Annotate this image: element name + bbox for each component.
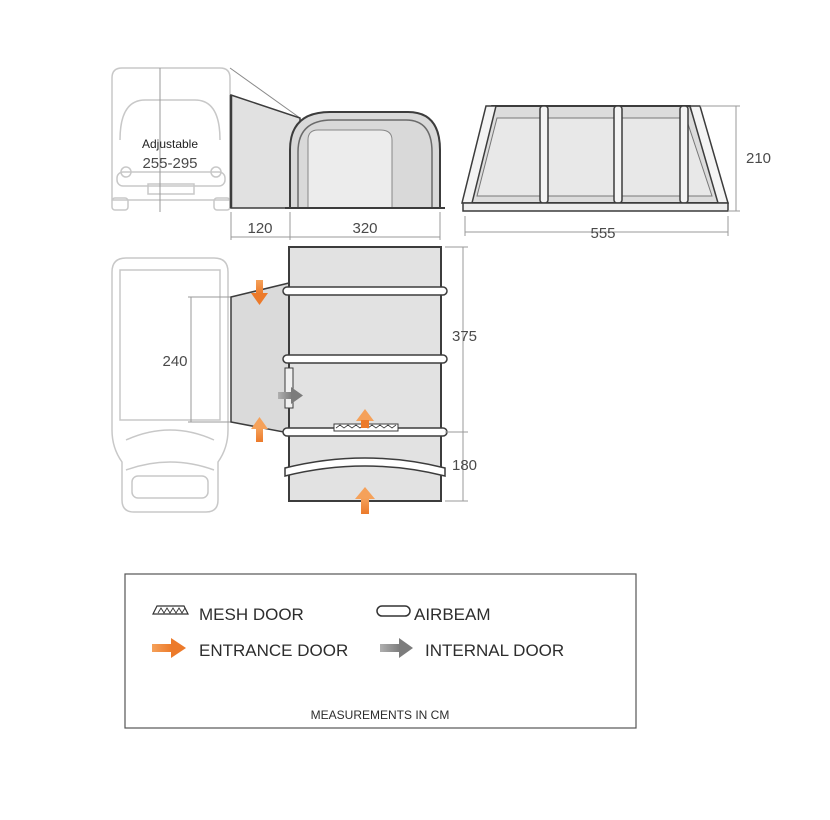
van-side-dimension	[188, 296, 235, 423]
van-rear-outline	[111, 67, 231, 211]
side-view: Adjustable 255-295 120 320	[111, 67, 445, 240]
long-view: 210 555	[461, 105, 771, 242]
legend-mesh-door-label: MESH DOOR	[199, 605, 304, 624]
entrance-arrow-connector-top	[251, 280, 268, 305]
dim-height-label: 210	[746, 150, 771, 167]
adjustable-label: Adjustable	[142, 137, 198, 151]
airbeams-long	[539, 105, 689, 204]
legend-entrance-door-label: ENTRANCE DOOR	[199, 641, 348, 660]
dim-van-side-label: 240	[162, 353, 187, 370]
measurements-note: MEASUREMENTS IN CM	[311, 708, 450, 722]
internal-door-arrow-icon	[380, 638, 413, 658]
tent-side-profile	[285, 111, 445, 209]
floor-plan: 240 375 180	[111, 246, 477, 514]
dim-main-label: 375	[452, 328, 477, 345]
van-top-outline	[111, 257, 229, 513]
entrance-arrow-inner	[356, 409, 374, 428]
entrance-arrow-porch	[355, 487, 375, 514]
side-dimension-lines	[230, 212, 441, 240]
main-tent-floor	[288, 246, 442, 434]
adjustable-range-label: 255-295	[142, 155, 197, 172]
dim-tent-width-label: 320	[352, 220, 377, 237]
entrance-arrow-connector-bottom	[251, 417, 268, 442]
entrance-door-arrow-icon	[152, 638, 186, 658]
connector-tunnel	[229, 67, 301, 209]
dim-connector-label: 120	[247, 220, 272, 237]
internal-arrow-plan	[278, 387, 303, 404]
dim-length-label: 555	[590, 225, 615, 242]
legend-box: MESH DOOR AIRBEAM ENTRANCE DOOR INTERNAL…	[124, 573, 637, 729]
airbeam-icon	[376, 605, 411, 617]
plan-dimension-lines	[445, 246, 468, 502]
connector-floor	[230, 282, 290, 434]
legend-airbeam-label: AIRBEAM	[414, 605, 491, 624]
mesh-door-icon	[152, 605, 189, 615]
long-dimension-lines	[464, 105, 740, 236]
dim-porch-label: 180	[452, 457, 477, 474]
legend-internal-door-label: INTERNAL DOOR	[425, 641, 564, 660]
airbeams-plan	[282, 286, 448, 477]
